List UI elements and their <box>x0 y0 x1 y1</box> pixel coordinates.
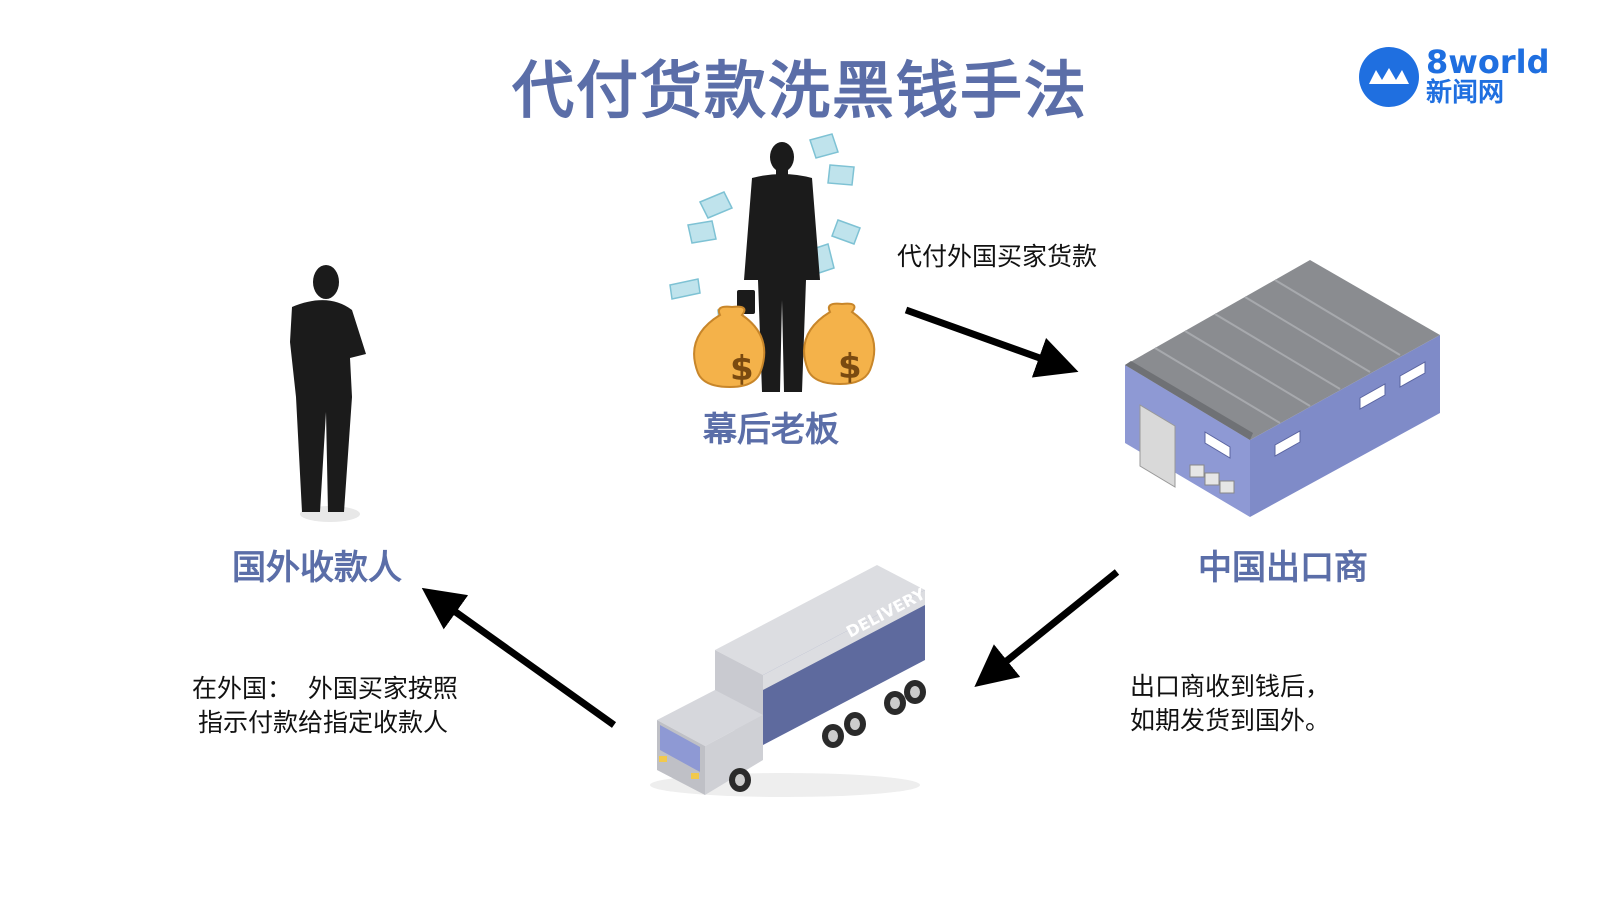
exporter-label: 中国出口商 <box>1198 548 1368 588</box>
logo-brand-line1: 8world <box>1426 43 1550 81</box>
logo-brand-line2: 新闻网 <box>1426 78 1505 108</box>
caption-line: 指示付款给指定收款人 <box>198 708 449 737</box>
arrow-truck-to-receiver <box>421 587 617 728</box>
boss-label: 幕后老板 <box>703 410 839 450</box>
arrow-boss-to-exporter <box>904 306 1079 378</box>
businessman-with-money-bags-icon: $ $ <box>669 133 876 392</box>
caption-line: 出口商收到钱后， <box>1130 672 1331 701</box>
businessman-silhouette-icon <box>290 265 366 522</box>
caption-boss-to-exporter: 代付外国买家货款 <box>897 242 1098 271</box>
svg-text:$: $ <box>838 347 862 387</box>
caption-truck-to-receiver: 在外国： 外国买家按照 指示付款给指定收款人 <box>192 672 458 740</box>
delivery-truck-icon: DELIVERY <box>650 565 929 797</box>
logo-circle-icon <box>1359 47 1419 107</box>
caption-line: 如期发货到国外。 <box>1130 706 1331 735</box>
caption-line: 在外国： 外国买家按照 <box>192 674 458 703</box>
page-title: 代付货款洗黑钱手法 <box>511 54 1088 127</box>
svg-text:$: $ <box>730 349 754 389</box>
logo[interactable]: 8world 新闻网 <box>1358 44 1549 110</box>
warehouse-icon <box>1125 260 1440 517</box>
caption-exporter-to-truck: 出口商收到钱后， 如期发货到国外。 <box>1130 670 1330 738</box>
arrow-exporter-to-truck <box>974 569 1120 687</box>
receiver-label: 国外收款人 <box>232 548 402 588</box>
